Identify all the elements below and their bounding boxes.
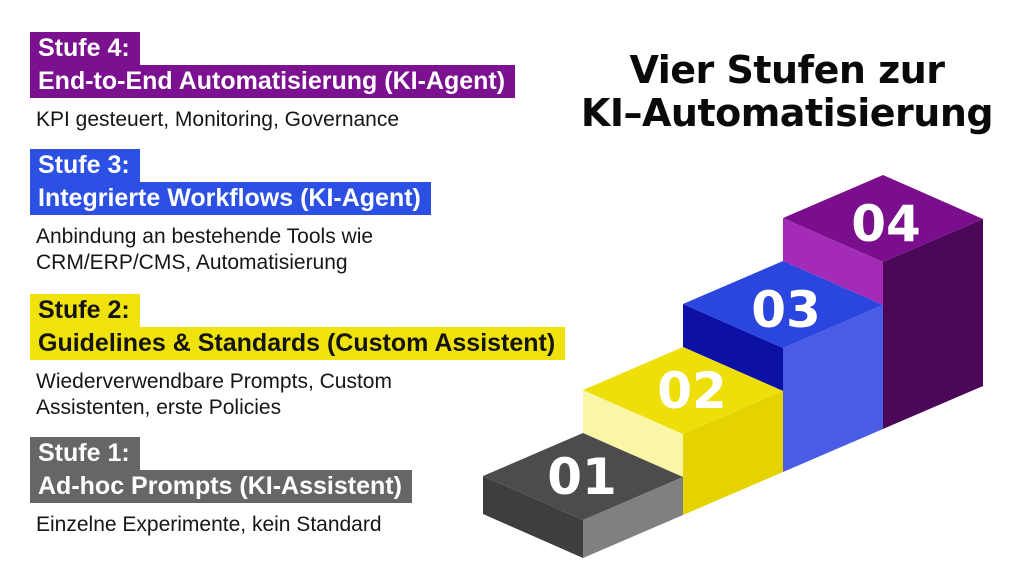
step-03-number: 03 xyxy=(751,281,821,339)
title-line-1: Vier Stufen zur xyxy=(629,48,945,93)
step-01-number: 01 xyxy=(547,448,617,506)
stage-4-label: Stufe 4: xyxy=(30,32,140,65)
staircase-step-03: 03 xyxy=(683,261,883,472)
stage-2-label: Stufe 2: xyxy=(30,294,140,327)
stage-4-heading: End-to-End Automatisierung (KI-Agent) xyxy=(30,65,516,98)
step-04-top-face xyxy=(783,175,983,262)
step-02-top-face xyxy=(583,347,783,434)
stage-1-description: Einzelne Experimente, kein Standard xyxy=(36,513,382,536)
stage-4-description: KPI gesteuert, Monitoring, Governance xyxy=(36,108,400,131)
step-01-left-face xyxy=(483,476,583,558)
stage-1-label: Stufe 1: xyxy=(30,437,140,470)
step-01-right-face xyxy=(583,477,683,558)
staircase-step-02: 02 xyxy=(583,347,783,515)
stage-3-label: Stufe 3: xyxy=(30,149,140,182)
step-03-top-face xyxy=(683,261,883,348)
stage-3-description: Anbindung an bestehende Tools wie CRM/ER… xyxy=(36,225,374,274)
staircase-step-04: 04 xyxy=(783,175,983,429)
stage-section-1: Stufe 1: Ad-hoc Prompts (KI-Assistent) E… xyxy=(30,437,412,538)
step-03-right-face xyxy=(783,305,883,472)
step-02-right-face xyxy=(683,391,783,515)
staircase-step-01: 01 xyxy=(483,433,683,558)
stage-2-description: Wiederverwendbare Prompts, Custom Assist… xyxy=(36,370,392,419)
stage-2-heading: Guidelines & Standards (Custom Assistent… xyxy=(30,327,566,360)
step-03-left-face xyxy=(683,304,783,391)
stage-section-2: Stufe 2: Guidelines & Standards (Custom … xyxy=(30,294,566,421)
step-04-number: 04 xyxy=(851,195,921,253)
step-01-top-face xyxy=(483,433,683,520)
step-04-left-face xyxy=(783,218,883,305)
stage-section-4: Stufe 4: End-to-End Automatisierung (KI-… xyxy=(30,32,516,133)
stage-1-heading: Ad-hoc Prompts (KI-Assistent) xyxy=(30,470,412,503)
stage-3-heading: Integrierte Workflows (KI-Agent) xyxy=(30,182,431,215)
step-02-number: 02 xyxy=(657,362,727,420)
title-line-2: KI–Automatisierung xyxy=(580,91,994,136)
step-04-right-face xyxy=(883,219,983,429)
page-title: Vier Stufen zur KI–Automatisierung xyxy=(552,49,1022,135)
step-02-left-face xyxy=(583,390,683,477)
stage-section-3: Stufe 3: Integrierte Workflows (KI-Agent… xyxy=(30,149,431,276)
